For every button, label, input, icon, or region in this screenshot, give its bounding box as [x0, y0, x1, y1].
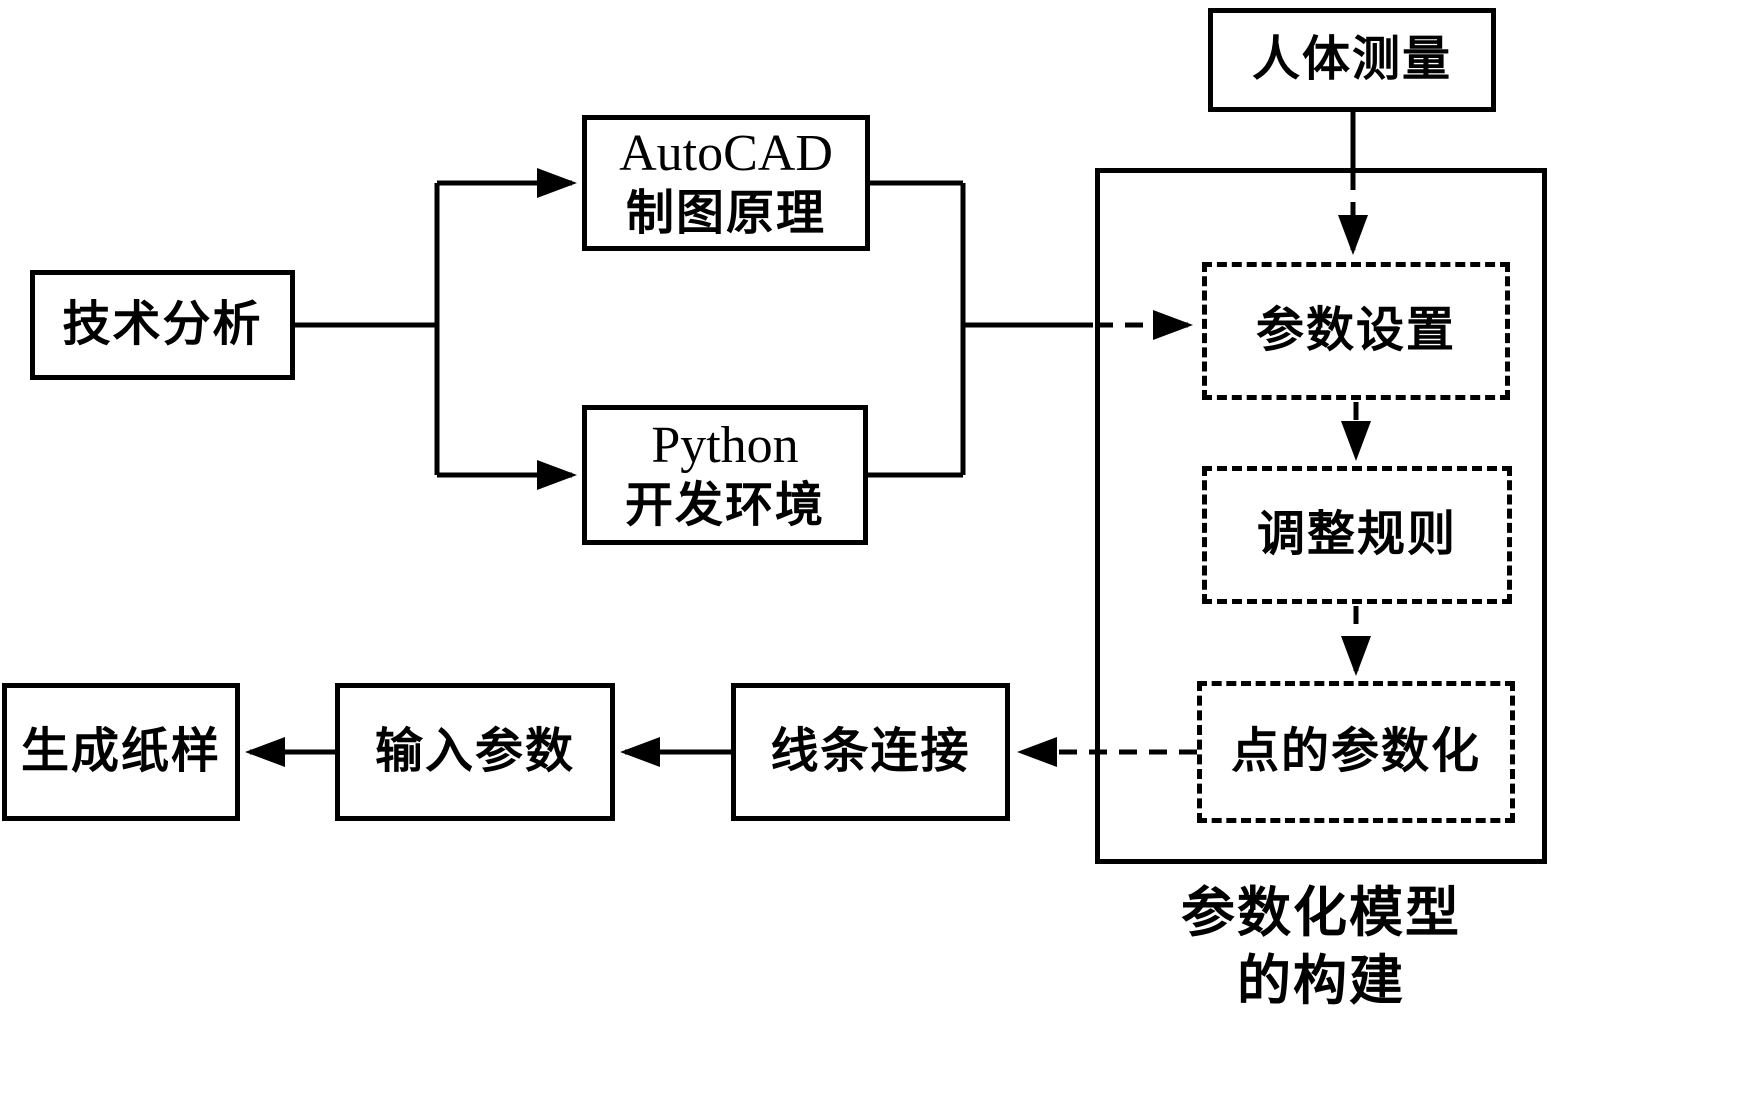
node-line-connection: 线条连接	[731, 683, 1010, 821]
group-caption-line1: 参数化模型	[1181, 883, 1461, 943]
node-adjustment-rule-label: 调整规则	[1256, 508, 1457, 562]
node-body-measurement-label: 人体测量	[1251, 33, 1452, 87]
node-python-line2: 开发环境	[624, 479, 825, 533]
node-technical-analysis-label: 技术分析	[62, 298, 263, 352]
group-parametric-model-caption: 参数化模型 的构建	[1095, 880, 1547, 1015]
node-point-parameterization-label: 点的参数化	[1230, 725, 1481, 779]
node-python: Python 开发环境	[582, 405, 868, 545]
node-technical-analysis: 技术分析	[30, 270, 295, 380]
node-python-line1: Python	[651, 417, 799, 474]
node-autocad: AutoCAD 制图原理	[582, 115, 870, 251]
node-input-parameters: 输入参数	[335, 683, 615, 821]
node-parameter-setting: 参数设置	[1202, 262, 1510, 400]
group-caption-line2: 的构建	[1237, 950, 1405, 1011]
group-parametric-model	[1095, 168, 1547, 864]
node-generate-pattern-label: 生成纸样	[20, 725, 221, 779]
node-input-parameters-label: 输入参数	[374, 725, 575, 779]
node-body-measurement: 人体测量	[1208, 8, 1496, 112]
node-autocad-line1: AutoCAD	[619, 125, 833, 182]
node-point-parameterization: 点的参数化	[1197, 681, 1515, 823]
node-adjustment-rule: 调整规则	[1202, 466, 1512, 604]
node-line-connection-label: 线条连接	[770, 725, 971, 779]
node-generate-pattern: 生成纸样	[2, 683, 240, 821]
node-autocad-line2: 制图原理	[625, 187, 826, 241]
node-parameter-setting-label: 参数设置	[1255, 304, 1456, 358]
